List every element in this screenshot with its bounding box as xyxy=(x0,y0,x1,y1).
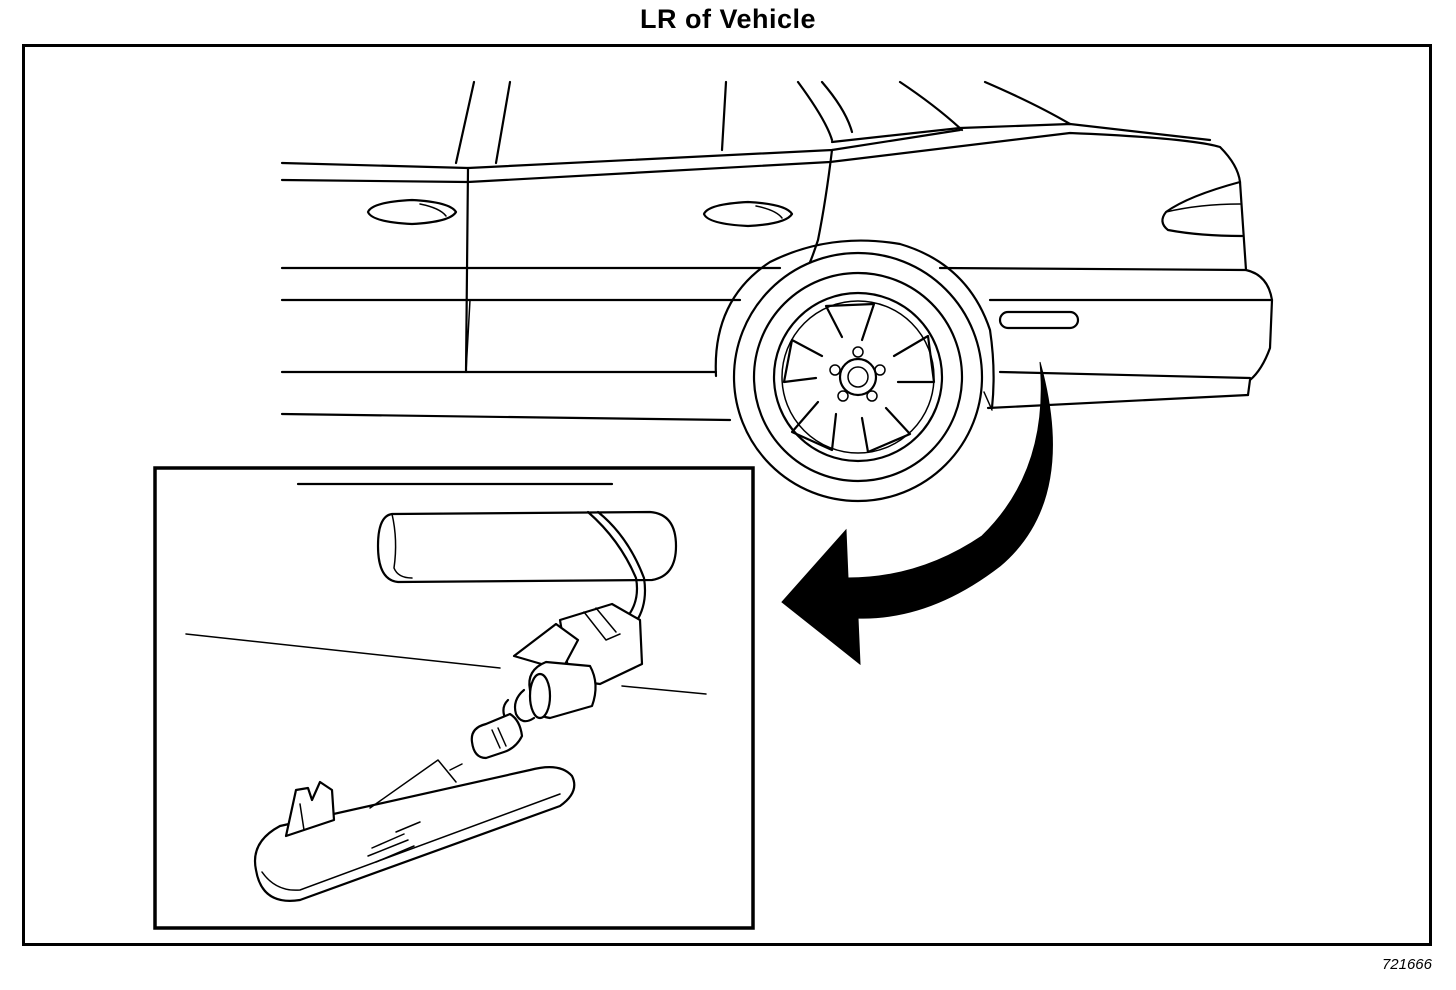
figure-id: 721666 xyxy=(1381,956,1432,973)
side-marker-lamp-on-vehicle xyxy=(998,310,1080,330)
detail-inset xyxy=(153,466,755,930)
detail-arrow xyxy=(781,361,1053,666)
diagram-frame xyxy=(22,44,1432,946)
vehicle-body xyxy=(280,80,1274,422)
diagram-title: LR of Vehicle xyxy=(639,4,817,34)
rear-wheel xyxy=(732,251,984,503)
